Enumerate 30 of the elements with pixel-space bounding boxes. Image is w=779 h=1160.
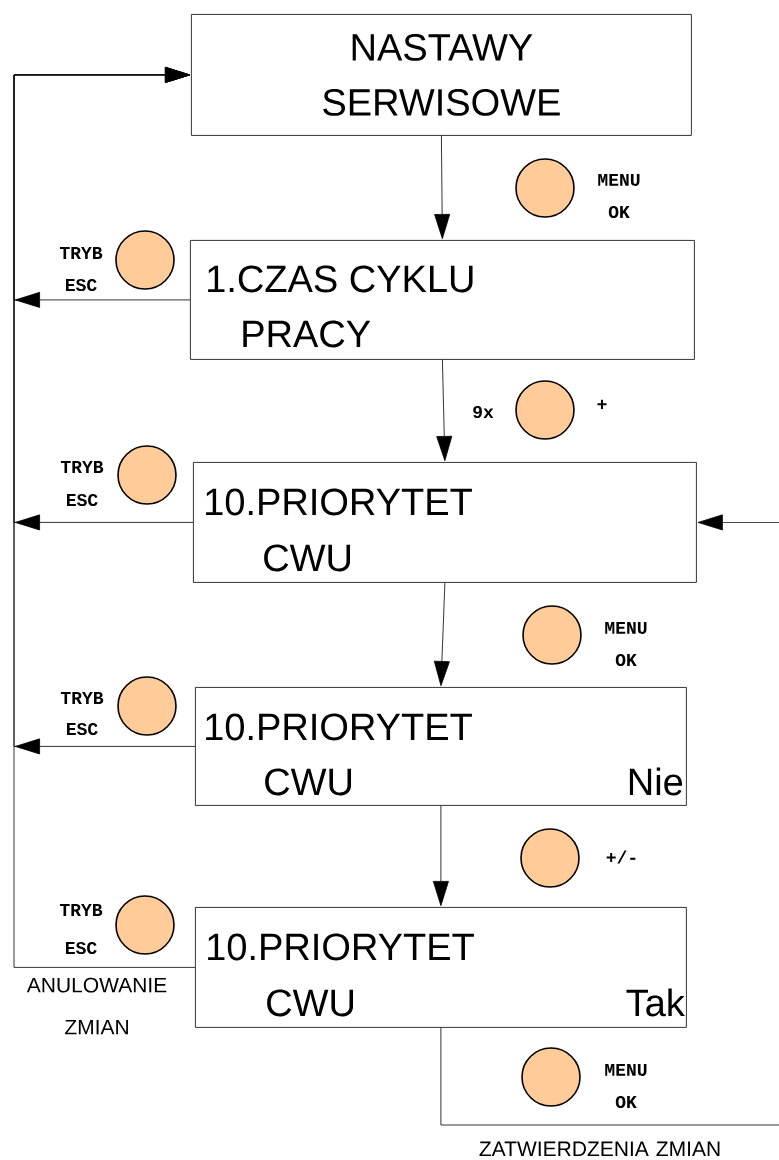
menu-box: 1.CZAS CYKLU PRACY xyxy=(190,240,695,360)
arrow xyxy=(436,359,453,462)
arrow xyxy=(432,805,449,907)
menu-box: NASTAWY SERWISOWE xyxy=(191,14,692,136)
key-label: TRYB xyxy=(60,461,104,473)
menu-box: 10.PRIORYTET CWU Nie xyxy=(195,687,687,806)
key-label: TRYB xyxy=(60,692,104,704)
menu-box: 10.PRIORYTET CWU xyxy=(193,462,697,583)
key-label: ESC xyxy=(66,941,97,955)
key-label: ESC xyxy=(67,493,98,507)
key-label: MENU xyxy=(605,622,647,634)
menu-box: 10.PRIORYTET CWU Tak xyxy=(195,907,687,1028)
arrow xyxy=(433,582,450,687)
key-label: +/- xyxy=(606,850,636,864)
edge-label: ZATWIERDZENIA ZMIAN xyxy=(479,1141,720,1156)
arrow xyxy=(697,514,779,531)
key-label: OK xyxy=(608,205,630,219)
key-label: OK xyxy=(615,653,637,667)
key-label: ESC xyxy=(66,278,97,292)
arrow xyxy=(13,66,196,968)
key-label: + xyxy=(597,399,607,409)
key-label: TRYB xyxy=(59,247,103,259)
edge-label: ANULOWANIE ZMIAN xyxy=(26,977,167,1035)
key-label: ESC xyxy=(67,722,98,736)
key-label: MENU xyxy=(605,1064,647,1076)
key-label: TRYB xyxy=(59,904,103,916)
key-label: 9x xyxy=(473,405,494,419)
key-label: MENU xyxy=(598,174,640,187)
key-label: OK xyxy=(615,1095,637,1109)
arrow xyxy=(434,135,451,240)
